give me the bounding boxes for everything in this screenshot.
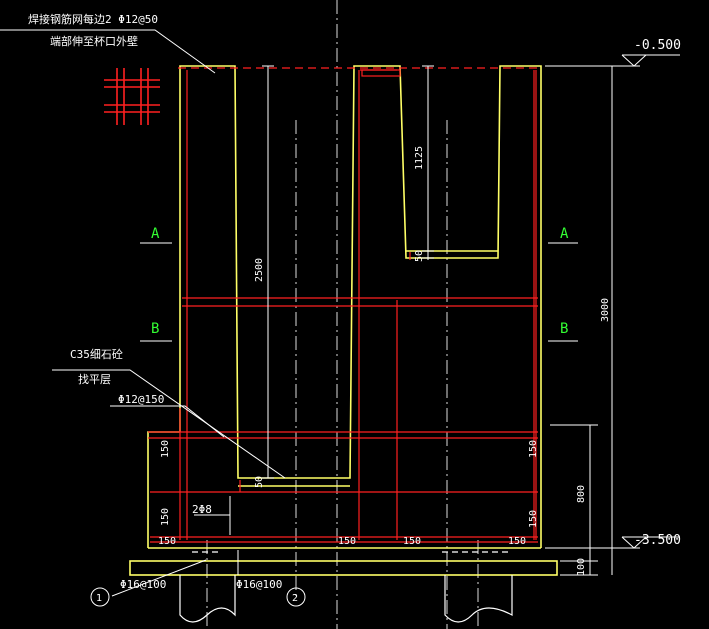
small-cup-bottom-dim: 50: [414, 250, 425, 262]
top-note-leader: [0, 29, 216, 74]
elevation-top-icon: [621, 54, 648, 67]
axis-bubble-1: [90, 587, 110, 607]
section-mark-b-right: B: [560, 321, 568, 337]
foundation-outline: [179, 65, 542, 548]
cup-bottom-dim: 50: [254, 476, 265, 488]
cover-dim-mid: 150: [338, 536, 356, 547]
axis-bubble-2: [286, 587, 306, 607]
axis-label-2: 2: [292, 593, 298, 604]
cover-dim-left-lower: 150: [160, 508, 171, 526]
rebar-lines: [148, 67, 541, 543]
rebar-mesh-icon: [104, 68, 160, 125]
top-note-line2: 端部伸至杯口外壁: [50, 34, 138, 48]
bottom-bar-right-label: Φ16@100: [236, 578, 282, 591]
bottom-bar-left-label: Φ16@100: [120, 578, 166, 591]
cover-dim-right-upper: 150: [528, 440, 539, 458]
cover-dim-far-right: 150: [508, 536, 526, 547]
cushion-layer: [129, 560, 558, 576]
axis-label-1: 1: [96, 593, 102, 604]
dimension-lines: [0, 29, 680, 597]
step-height-dim: 800: [576, 485, 587, 503]
bottom-bar-left-leader: [111, 559, 207, 597]
axis-bubbles: [90, 587, 306, 607]
elevation-top-label: -0.500: [634, 38, 681, 53]
total-height-dim: 3000: [600, 298, 611, 322]
cover-dim-left-upper: 150: [160, 440, 171, 458]
section-mark-a-right: A: [560, 226, 569, 242]
concrete-outline: [129, 65, 558, 576]
cover-dim-right-lower: 150: [528, 510, 539, 528]
pile-right: [444, 575, 513, 623]
top-note-line1: 焊接钢筋网每边2 Φ12@50: [28, 12, 158, 26]
section-mark-a-left: A: [151, 226, 160, 242]
hoop-note-leader: [110, 405, 225, 438]
cover-dim-right: 150: [403, 536, 421, 547]
cup-depth-dim: 2500: [254, 258, 265, 282]
stirrup-label: 2Φ8: [192, 503, 212, 516]
centerlines: [206, 0, 479, 629]
concrete-note-line2: 找平层: [78, 372, 111, 386]
base-thickness-dim: 100: [576, 558, 587, 576]
concrete-note-line1: C35细石砼: [70, 348, 123, 361]
hoop-bar-label: Φ12@150: [118, 393, 164, 406]
section-mark-b-left: B: [151, 321, 159, 337]
pile-left: [179, 575, 236, 623]
elevation-bottom-label: -3.500: [634, 533, 681, 548]
concrete-note-leader: [52, 369, 286, 479]
small-cup-depth-dim: 1125: [414, 146, 425, 170]
cover-dim-left: 150: [158, 536, 176, 547]
piles: [179, 551, 513, 623]
